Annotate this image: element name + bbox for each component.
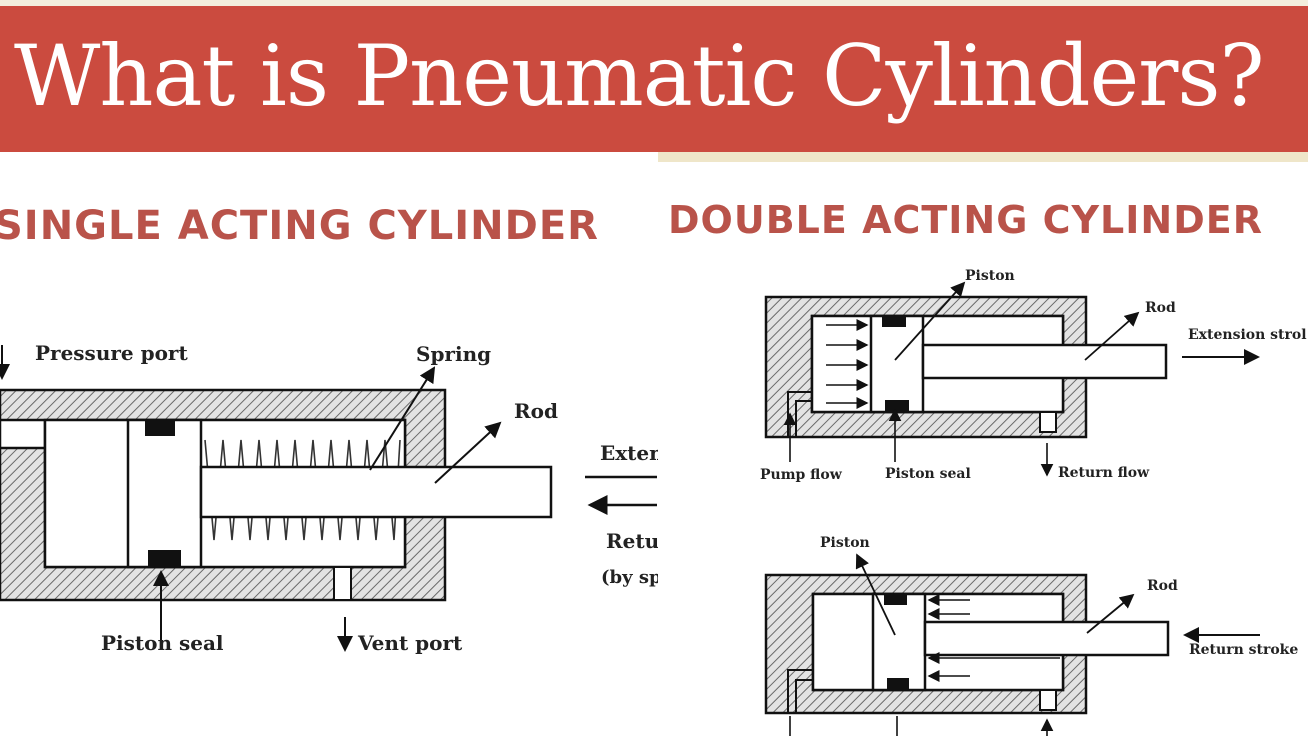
top-rod [921,343,1168,380]
single-rod [199,465,553,519]
extension-label: Exten [600,441,664,465]
by-spring-label: (by sp [601,567,662,588]
cream-strip [658,152,1308,162]
spring-label: Spring [416,342,491,366]
vent-port-label: Vent port [357,631,463,655]
pressure-port-label: Pressure port [35,341,188,365]
single-acting-heading: SINGLE ACTING CYLINDER [0,203,599,249]
double-acting-cylinder-top: Piston Rod Extension strol Pump flow Pis… [760,268,1307,483]
top-piston-label: Piston [965,268,1015,284]
bottom-piston-label: Piston [820,535,870,551]
bottom-rod-label: Rod [1147,578,1178,594]
bottom-rod [923,620,1170,657]
extension-stroke-label: Extension strol [1188,327,1307,343]
single-piston [126,418,203,569]
bottom-piston [871,592,927,692]
pump-flow-label: Pump flow [760,467,843,483]
single-piston-seal-label: Piston seal [101,631,224,655]
top-piston-seal-label: Piston seal [885,466,971,482]
single-piston-seal-bottom [148,550,181,567]
page-title: What is Pneumatic Cylinders? [14,27,1265,125]
top-piston [869,314,925,414]
single-vent-port [333,566,352,601]
double-acting-heading: DOUBLE ACTING CYLINDER [668,198,1263,242]
top-rod-label: Rod [1145,300,1176,316]
single-piston-seal-top [145,420,175,436]
single-acting-cylinder: Pressure port Spring Rod Piston seal Ven… [0,341,664,655]
double-acting-cylinder-bottom: Piston Rod Return stroke [764,535,1298,736]
return-stroke-label: Return stroke [1189,642,1298,658]
return-label: Retu [606,529,659,553]
single-rod-label: Rod [514,399,558,423]
return-flow-label: Return flow [1058,465,1150,481]
title-banner [0,6,1308,152]
